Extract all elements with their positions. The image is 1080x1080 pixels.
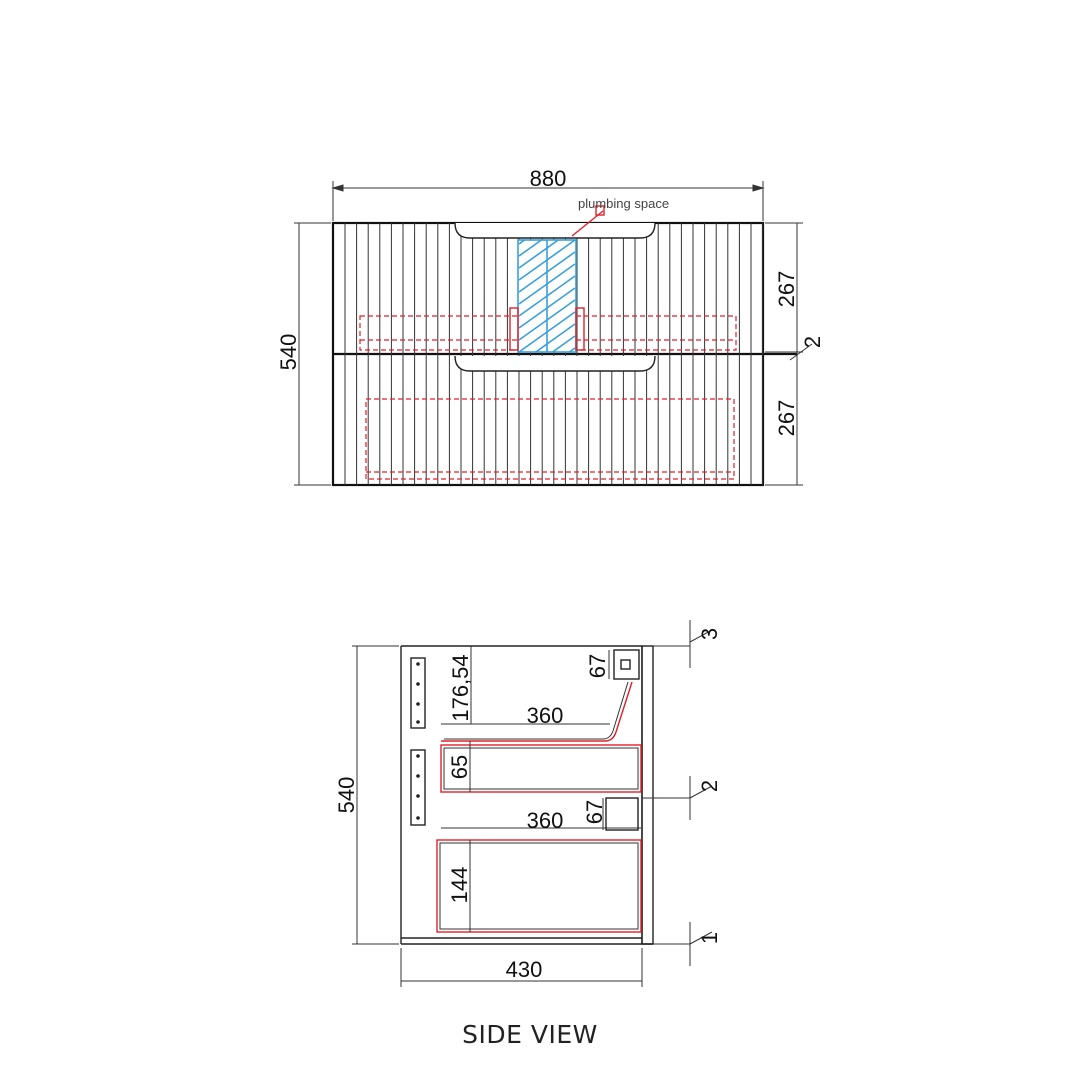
upper-drawer-side bbox=[440, 681, 642, 793]
upper-drawer-box-height-label: 65 bbox=[447, 755, 472, 779]
lower-drawer-height-label: 267 bbox=[774, 400, 799, 437]
plumbing-space bbox=[509, 239, 585, 436]
top-gap-label: 3 bbox=[697, 628, 722, 640]
mid-gap-label: 2 bbox=[697, 780, 722, 792]
hatch-line bbox=[551, 335, 576, 352]
screw-hole bbox=[416, 682, 420, 686]
screw-hole bbox=[416, 720, 420, 724]
drawer-gap-label: 2 bbox=[800, 336, 825, 348]
hatch-line bbox=[519, 372, 575, 412]
hatch-line bbox=[519, 396, 575, 436]
upper-handle-box bbox=[613, 649, 640, 680]
hatch-line bbox=[518, 240, 543, 257]
upper-drawer-height-label: 267 bbox=[774, 271, 799, 308]
screw-hole bbox=[416, 754, 420, 758]
hatch-line bbox=[519, 384, 575, 424]
lower-drawer-side bbox=[436, 827, 642, 933]
side-view-caption: SIDE VIEW bbox=[462, 1020, 598, 1049]
side-height-label: 540 bbox=[334, 777, 359, 814]
front-slats bbox=[344, 223, 764, 485]
upper-runner-rail bbox=[410, 657, 426, 729]
plumbing-leader-tag bbox=[595, 205, 605, 216]
plumbing-space-label: plumbing space bbox=[578, 196, 669, 211]
lower-drawer-box-hidden bbox=[365, 398, 735, 480]
upper-handle-label: 67 bbox=[585, 654, 610, 678]
side-front-panel bbox=[641, 645, 654, 945]
top-offset-label: 176,54 bbox=[448, 654, 473, 721]
bottom-gap-label: 1 bbox=[697, 932, 722, 944]
lower-handle-box bbox=[605, 797, 639, 831]
screw-hole bbox=[416, 816, 420, 820]
lower-drawer-box-height-label: 144 bbox=[447, 867, 472, 904]
side-depth-label: 430 bbox=[506, 957, 543, 982]
upper-drawer-depth-label: 360 bbox=[527, 703, 564, 728]
side-view: 540 430 360 360 176,54 65 144 67 67 3 2 … bbox=[334, 620, 722, 1049]
rail-screw-holes bbox=[416, 662, 420, 820]
lower-handle-recess bbox=[454, 355, 656, 372]
front-view: plumbing space 880 540 267 2 267 bbox=[276, 166, 825, 487]
upper-handle-recess bbox=[454, 222, 656, 239]
screw-hole bbox=[416, 794, 420, 798]
lower-drawer-depth-label: 360 bbox=[527, 808, 564, 833]
screw-hole bbox=[416, 774, 420, 778]
screw-hole bbox=[416, 702, 420, 706]
lower-handle-label: 67 bbox=[582, 800, 607, 824]
front-width-label: 880 bbox=[530, 166, 567, 191]
front-height-label: 540 bbox=[276, 334, 301, 371]
lower-runner-rail bbox=[410, 749, 426, 826]
screw-hole bbox=[416, 662, 420, 666]
